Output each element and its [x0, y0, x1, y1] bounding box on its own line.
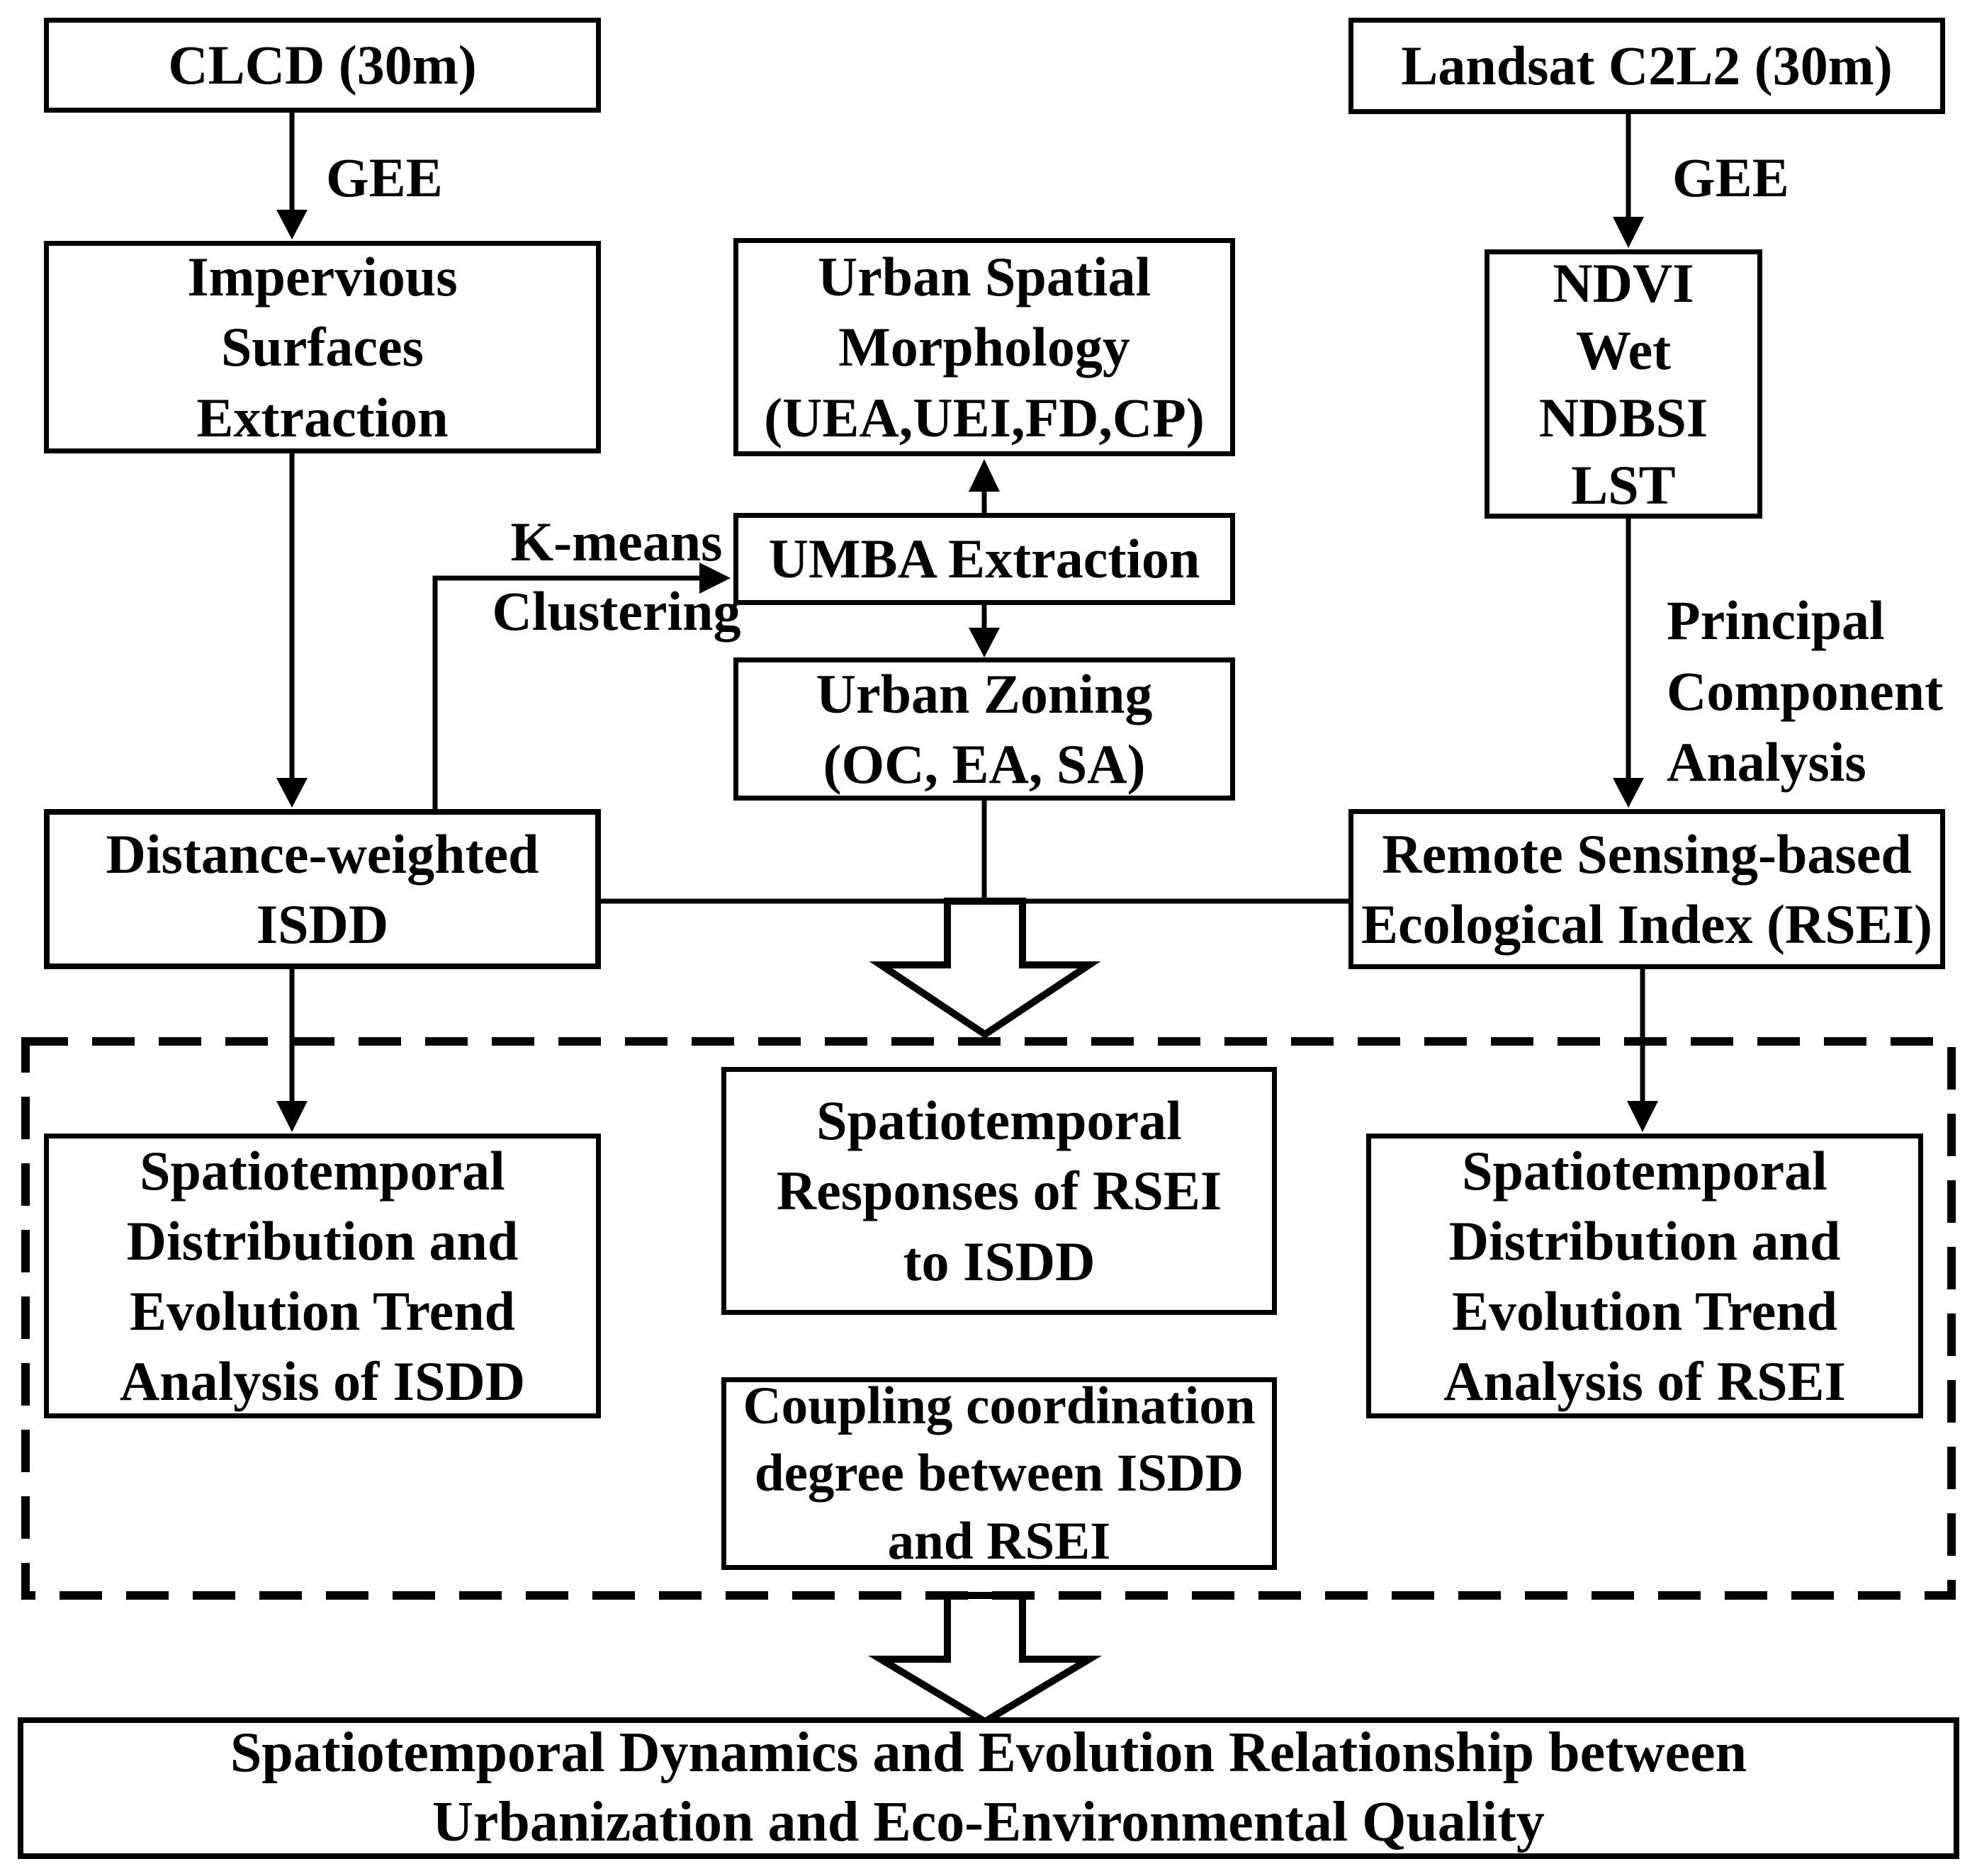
node-landsat: Landsat C2L2 (30m) — [1348, 18, 1945, 114]
arrowhead-down-icon — [276, 210, 308, 239]
arrowhead-down-icon — [1613, 778, 1644, 808]
edge-label-gee-right: GEE — [1672, 147, 1789, 208]
arrowhead-down-icon — [276, 1101, 308, 1132]
arrowhead-up-icon — [969, 459, 1000, 492]
arrowhead-down-icon — [969, 628, 1000, 657]
node-urban-zoning: Urban Zoning (OC, EA, SA) — [733, 657, 1235, 801]
arrowhead-down-icon — [1627, 1101, 1658, 1132]
arrowhead-down-icon — [276, 778, 308, 808]
hollow-down-arrow-icon — [867, 1592, 1103, 1726]
node-rsei-trend-analysis: Spatiotemporal Distribution and Evolutio… — [1366, 1134, 1923, 1418]
node-final-relationship: Spatiotemporal Dynamics and Evolution Re… — [18, 1717, 1959, 1859]
node-umba-extraction: UMBA Extraction — [733, 513, 1235, 605]
node-clcd: CLCD (30m) — [44, 18, 601, 113]
node-coupling-coordination-degree: Coupling coordination degree between ISD… — [721, 1377, 1277, 1571]
node-isdd-trend-analysis: Spatiotemporal Distribution and Evolutio… — [44, 1134, 601, 1418]
edge-label-kmeans-clustering: K-means Clustering — [492, 511, 741, 643]
edge-isdd-to-umba-elbow — [432, 575, 699, 809]
analysis-dashed-region — [21, 1037, 1956, 1600]
hollow-down-arrow-icon — [869, 898, 1101, 1039]
edge-label-gee-left: GEE — [326, 147, 443, 208]
node-urban-spatial-morphology: Urban Spatial Morphology (UEA,UEI,FD,CP) — [733, 238, 1235, 456]
arrowhead-right-icon — [699, 563, 731, 594]
node-rsei-indicators: NDVI Wet NDBSI LST — [1485, 249, 1762, 519]
arrowhead-down-icon — [1613, 217, 1644, 248]
node-distance-weighted-isdd: Distance-weighted ISDD — [44, 809, 601, 969]
node-impervious-surfaces-extraction: Impervious Surfaces Extraction — [44, 241, 601, 453]
edge-label-principal-component-analysis: Principal Component Analysis — [1667, 589, 1944, 793]
node-rsei: Remote Sensing-based Ecological Index (R… — [1348, 809, 1945, 969]
node-rsei-responses-to-isdd: Spatiotemporal Responses of RSEI to ISDD — [721, 1067, 1277, 1315]
